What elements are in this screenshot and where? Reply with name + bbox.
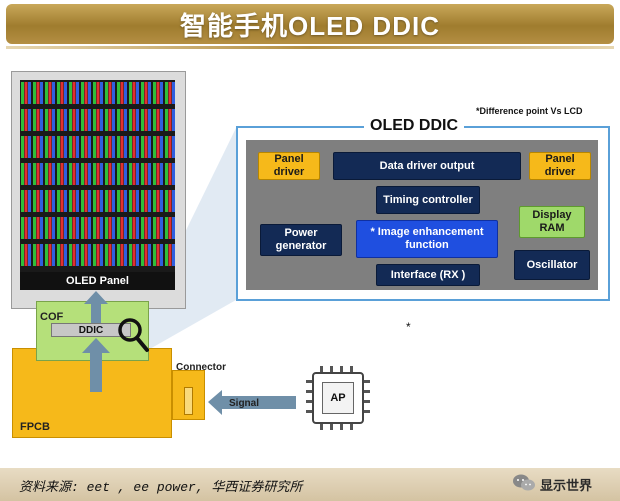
- title-underline: [6, 46, 614, 49]
- connector-label: Connector: [176, 362, 226, 373]
- ddic-chip: DDIC: [51, 323, 131, 337]
- fpcb-label: FPCB: [20, 421, 50, 433]
- connector-pin: [184, 387, 193, 415]
- block-timing-controller: Timing controller: [376, 186, 480, 214]
- block-image-enhancement: * Image enhancement function: [356, 220, 498, 258]
- wechat-icon: [513, 474, 535, 491]
- signal-label: Signal: [229, 398, 260, 409]
- block-power-generator: Power generator: [260, 224, 342, 256]
- pixel-grid: [20, 80, 175, 270]
- ap-label: AP: [322, 382, 354, 414]
- block-data-driver-output: Data driver output: [333, 152, 521, 180]
- block-interface: Interface (RX ): [376, 264, 480, 286]
- title-banner: 智能手机OLED DDIC: [6, 4, 614, 44]
- ddic-detail-title: OLED DDIC: [364, 117, 464, 135]
- block-oscillator: Oscillator: [514, 250, 590, 280]
- source-note: 资料来源: eet , ee power, 华西证券研究所: [19, 480, 303, 495]
- block-display-ram: Display RAM: [519, 206, 585, 238]
- page-title: 智能手机OLED DDIC: [179, 10, 440, 41]
- oled-panel-label: OLED Panel: [20, 272, 175, 290]
- difference-note: *Difference point Vs LCD: [476, 106, 583, 116]
- block-panel-driver-left: Panel driver: [258, 152, 320, 180]
- oled-panel-screen: [20, 80, 175, 287]
- star-mark: *: [406, 320, 411, 334]
- account-name: 显示世界: [540, 478, 593, 493]
- cof-label: COF: [40, 311, 64, 323]
- block-panel-driver-right: Panel driver: [529, 152, 591, 180]
